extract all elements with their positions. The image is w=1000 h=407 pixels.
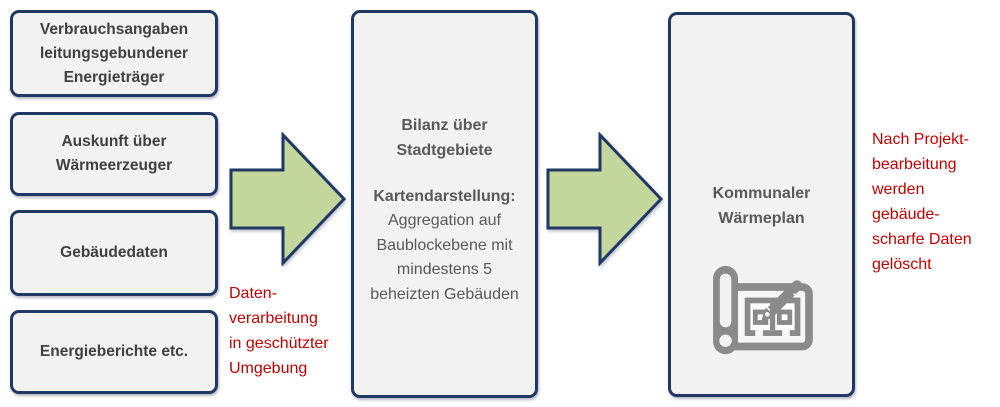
note-line: verarbeitung (229, 310, 318, 327)
input-box-waermeerzeuger: Auskunft über Wärmeerzeuger (10, 112, 218, 196)
note-line: Nach Projekt- (872, 131, 969, 148)
note-line: scharfe Daten (872, 231, 972, 248)
result-box-waermeplan: Kommunaler Wärmeplan (668, 12, 855, 397)
note-line: Umgebung (229, 360, 308, 377)
process-body-line: mindestens 5 (396, 261, 493, 278)
flow-arrow-icon (546, 132, 664, 266)
note-line: in geschützter (229, 335, 329, 352)
process-body-line: beheizten Gebäuden (370, 285, 519, 303)
result-title: Kommunaler Wärmeplan (712, 185, 811, 227)
process-body-line: Aggregation auf (388, 212, 501, 229)
input-box-label: Auskunft über Wärmeerzeuger (55, 133, 173, 174)
input-box-energieberichte: Energieberichte etc. (10, 310, 218, 394)
note-data-processing: Daten- verarbeitung in geschützter Umgeb… (229, 281, 361, 381)
input-box-label: Energieberichte etc. (39, 343, 189, 360)
flow-arrow-icon (229, 132, 347, 266)
input-box-gebaeudedaten: Gebäudedaten (10, 210, 218, 296)
process-title: Bilanz über Stadtgebiete (396, 117, 493, 159)
note-line: gelöscht (872, 256, 932, 273)
note-line: gebäude- (872, 206, 940, 223)
input-box-verbrauchsangaben: Verbrauchsangaben leitungsgebundener Ene… (10, 10, 218, 97)
note-line: Daten- (229, 285, 278, 302)
note-line: bearbeitung (872, 156, 957, 173)
note-line: werden (872, 181, 925, 198)
process-body-line: Baublockebene mit (376, 236, 513, 254)
process-subtitle: Kartendarstellung: (373, 188, 516, 205)
note-data-deletion: Nach Projekt- bearbeitung werden gebäude… (872, 127, 998, 277)
process-box-bilanz: Bilanz über Stadtgebiete Kartendarstellu… (351, 10, 538, 398)
input-box-label: Gebäudedaten (60, 244, 168, 261)
blueprint-pencil-icon (712, 265, 813, 355)
input-box-label: Verbrauchsangaben leitungsgebundener Ene… (39, 20, 189, 86)
process-body: Aggregation auf Baublockebene mit mindes… (370, 209, 519, 307)
